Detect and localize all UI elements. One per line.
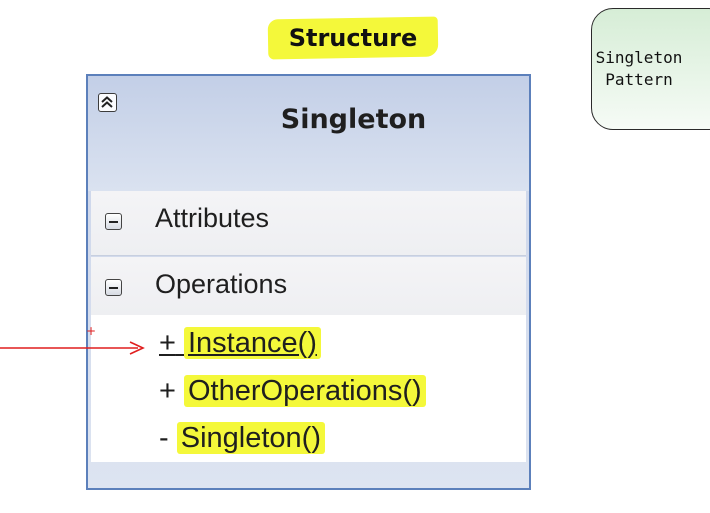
minus-toggle-icon[interactable] bbox=[105, 213, 122, 230]
operation-other[interactable]: + OtherOperations() bbox=[159, 375, 426, 408]
collapse-up-glyph bbox=[101, 96, 113, 108]
arrow-head bbox=[129, 341, 145, 355]
uml-class-singleton[interactable]: Singleton Attributes Operations + Instan… bbox=[86, 74, 531, 490]
note-text: Singleton Pattern bbox=[595, 48, 683, 89]
attributes-section[interactable]: Attributes bbox=[91, 191, 526, 256]
op-name: Instance() bbox=[184, 327, 321, 359]
collapse-up-icon[interactable] bbox=[98, 93, 117, 112]
class-name: Singleton bbox=[280, 104, 427, 135]
attributes-label: Attributes bbox=[155, 203, 270, 233]
op-visibility: - bbox=[159, 422, 169, 454]
note-box: Singleton Pattern bbox=[591, 8, 710, 130]
operations-section: Operations + Instance() + OtherOperation… bbox=[91, 257, 526, 462]
op-name: OtherOperations() bbox=[184, 375, 426, 407]
op-visibility: + bbox=[159, 375, 176, 407]
heading-text: Structure bbox=[288, 24, 418, 52]
operations-label: Operations bbox=[155, 269, 288, 299]
pointer-arrow: + bbox=[0, 325, 145, 355]
diagram-heading: Structure bbox=[267, 16, 439, 60]
minus-toggle-icon[interactable] bbox=[105, 279, 122, 296]
operation-instance[interactable]: + Instance() bbox=[159, 327, 321, 360]
operations-header[interactable]: Operations bbox=[91, 257, 526, 315]
class-header: Singleton bbox=[88, 76, 529, 191]
arrow-marker: + bbox=[86, 325, 96, 338]
operation-constructor[interactable]: - Singleton() bbox=[159, 422, 325, 455]
op-name: Singleton() bbox=[176, 422, 325, 454]
op-visibility: + bbox=[159, 327, 176, 359]
